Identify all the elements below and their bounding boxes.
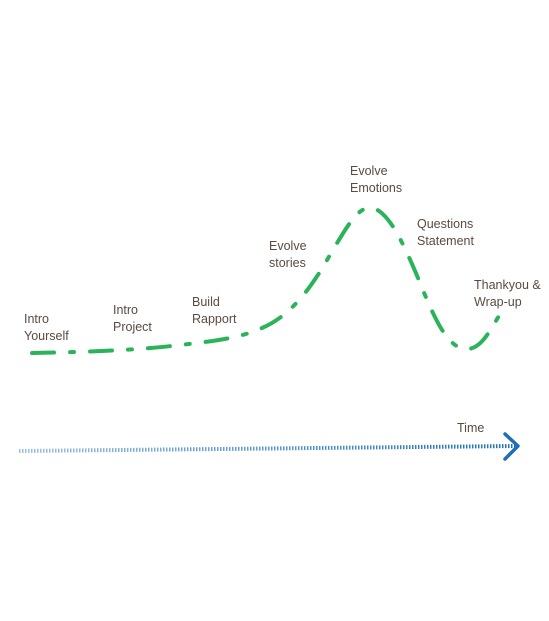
stage-label-line: Intro [113,303,139,317]
stage-label-build-rapport: Build Rapport [192,294,236,328]
stage-label-intro-project: Intro Project [113,302,152,336]
engagement-curve [30,205,501,355]
stage-label-line: Project [113,320,152,334]
stage-label-line: Statement [417,234,474,248]
stage-label-line: Questions [417,217,474,231]
stage-label-thankyou-wrap-up: Thankyou & Wrap-up [474,277,541,311]
stage-label-line: stories [269,256,306,270]
stage-label-line: Yourself [24,329,69,343]
stage-label-questions-statement: Questions Statement [417,216,474,250]
axis-label-text: Time [457,421,485,435]
arrow-right-icon [503,432,520,461]
time-axis-label: Time [457,420,484,437]
time-axis-line [18,444,517,453]
stage-label-line: Evolve [350,164,388,178]
stage-label-line: Thankyou & [474,278,541,292]
stage-label-line: Evolve [269,239,307,253]
stage-label-line: Wrap-up [474,295,522,309]
stage-label-line: Emotions [350,181,403,195]
stage-label-line: Intro [24,312,50,326]
stage-label-evolve-emotions: Evolve Emotions [350,163,402,197]
stage-label-evolve-stories: Evolve stories [269,238,307,272]
stage-label-line: Build [192,295,220,309]
stage-label-line: Rapport [192,312,237,326]
stage-label-intro-yourself: Intro Yourself [24,311,69,345]
